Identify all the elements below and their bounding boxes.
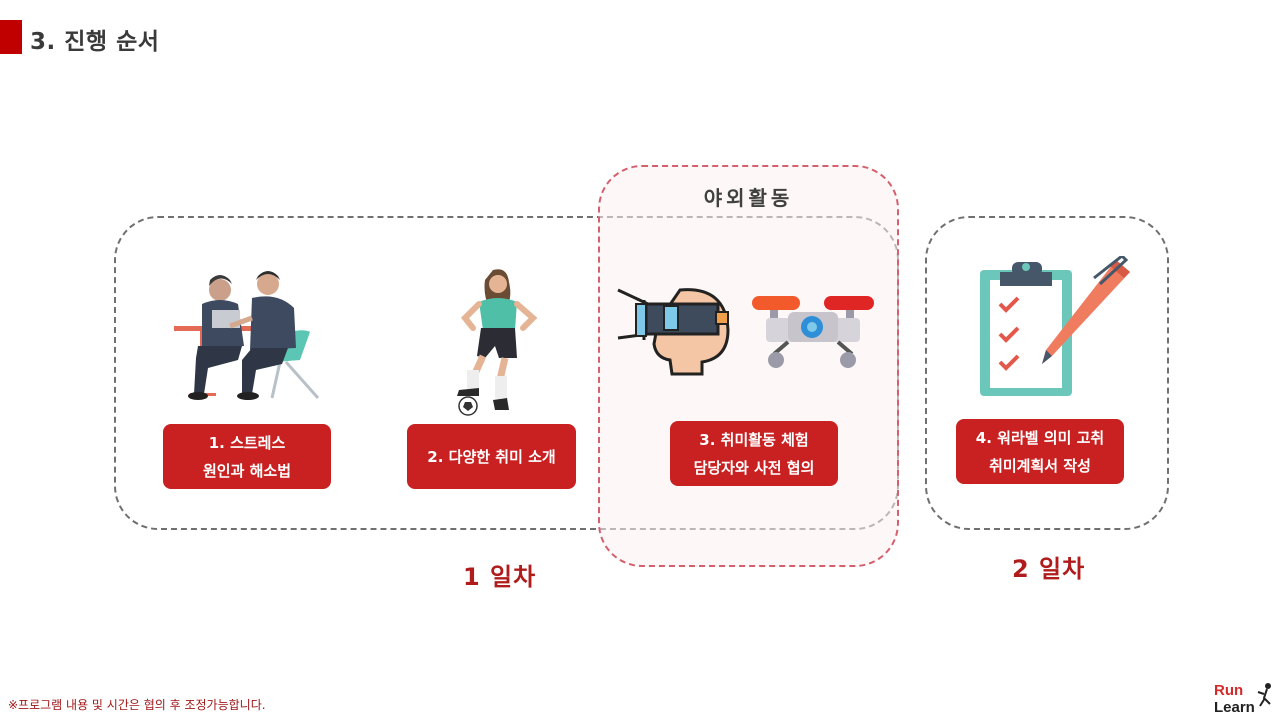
day-1-label: 1 일차 [463, 563, 537, 591]
day2-group-box [925, 216, 1169, 530]
step-4-line2: 취미계획서 작성 [989, 456, 1091, 475]
meeting-illustration-icon [174, 271, 320, 400]
drone-icon [752, 296, 874, 368]
run-learn-logo: Run Learn [1214, 682, 1271, 716]
step-3-line1: 3. 취미활동 체험 [699, 430, 809, 449]
logo-line2: Learn [1214, 699, 1255, 716]
step-1-button[interactable]: 1. 스트레스 원인과 해소법 [163, 424, 331, 489]
outdoor-activity-label: 야외활동 [703, 186, 794, 210]
step-4-button[interactable]: 4. 워라벨 의미 고취 취미계획서 작성 [956, 419, 1124, 484]
step-1-line1: 1. 스트레스 [208, 433, 286, 452]
logo-line1: Run [1214, 682, 1243, 699]
clipboard-checklist-icon [980, 262, 1072, 396]
title-accent-bar [0, 20, 22, 54]
step-4-line1: 4. 워라벨 의미 고취 [975, 428, 1105, 447]
soccer-player-icon [457, 269, 538, 416]
footnote: ※프로그램 내용 및 시간은 협의 후 조정가능합니다. [8, 698, 266, 712]
step-1-line2: 원인과 해소법 [202, 461, 292, 480]
step-2-line1: 2. 다양한 취미 소개 [427, 447, 556, 466]
day-2-label: 2 일차 [1012, 555, 1086, 583]
step-3-button[interactable]: 3. 취미활동 체험 담당자와 사전 협의 [670, 421, 838, 486]
vr-headset-icon [617, 288, 730, 376]
step-2-button[interactable]: 2. 다양한 취미 소개 [407, 424, 576, 489]
step-3-line2: 담당자와 사전 협의 [693, 458, 815, 477]
pen-icon [1042, 256, 1130, 364]
page-title: 3. 진행 순서 [30, 29, 160, 55]
